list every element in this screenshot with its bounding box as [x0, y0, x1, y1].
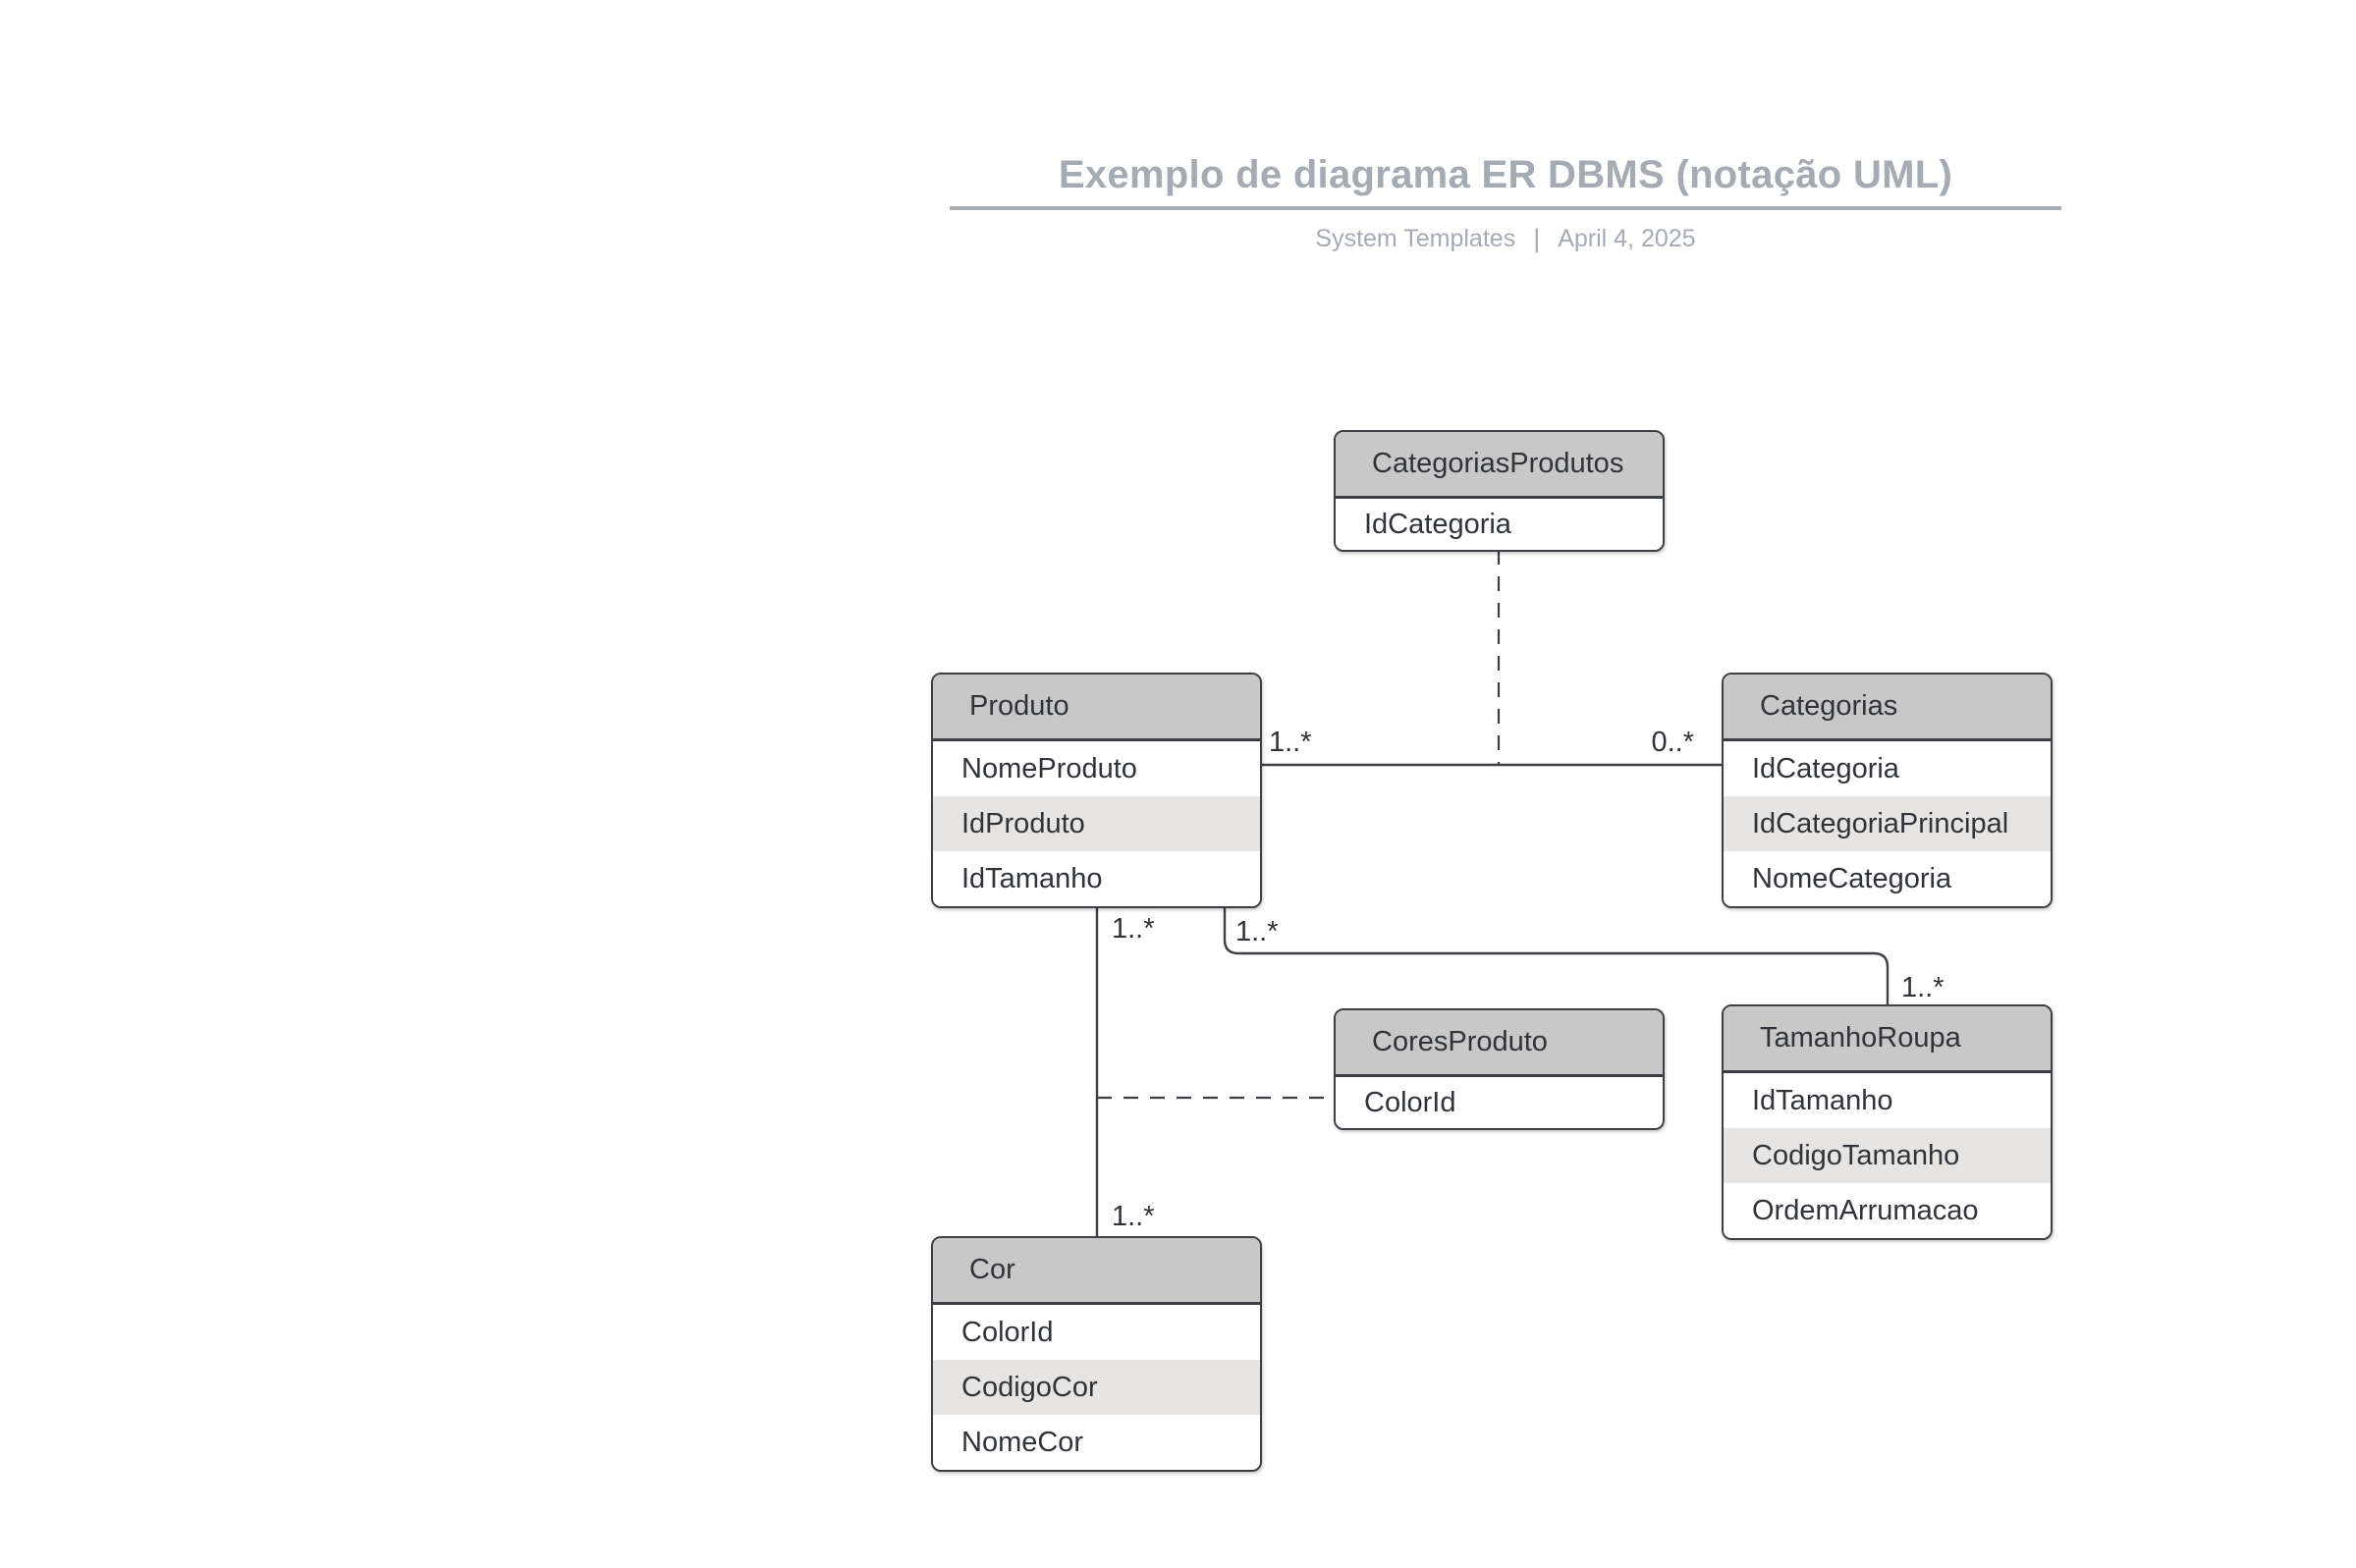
subtitle-date: April 4, 2025	[1558, 225, 1696, 252]
multiplicity-produto-cor-near-cor: 1..*	[1112, 1201, 1155, 1232]
field-idtamanho-tamanhoroupa: IdTamanho	[1724, 1073, 2051, 1128]
multiplicity-produto-tamanhoroupa-near-produto: 1..*	[1235, 916, 1279, 947]
entity-categorias[interactable]: Categorias IdCategoria IdCategoriaPrinci…	[1722, 673, 2053, 908]
entity-cor-title: Cor	[933, 1238, 1260, 1305]
entity-cor[interactable]: Cor ColorId CodigoCor NomeCor	[931, 1236, 1262, 1472]
field-nomecategoria: NomeCategoria	[1724, 851, 2051, 906]
field-idtamanho: IdTamanho	[933, 851, 1260, 906]
connector-produto-tamanhoroupa[interactable]	[1223, 906, 1890, 1006]
multiplicity-produto-tamanhoroupa-near-tamanhoroupa: 1..*	[1901, 972, 1945, 1003]
field-colorid-cor: ColorId	[933, 1305, 1260, 1360]
field-idcategoriaprincipal: IdCategoriaPrincipal	[1724, 796, 2051, 851]
subtitle-divider: |	[1533, 224, 1541, 253]
entity-tamanhoroupa[interactable]: TamanhoRoupa IdTamanho CodigoTamanho Ord…	[1722, 1004, 2053, 1240]
entity-coresproduto-title: CoresProduto	[1336, 1010, 1663, 1077]
field-colorid-coresproduto: ColorId	[1336, 1077, 1663, 1128]
field-codigocor: CodigoCor	[933, 1360, 1260, 1415]
field-nomeproduto: NomeProduto	[933, 741, 1260, 796]
field-idcategoria-categorias: IdCategoria	[1724, 741, 2051, 796]
entity-produto[interactable]: Produto NomeProduto IdProduto IdTamanho	[931, 673, 1262, 908]
page-title: Exemplo de diagrama ER DBMS (notação UML…	[1058, 153, 1953, 196]
multiplicity-produto-categorias-near-produto: 1..*	[1269, 727, 1312, 758]
multiplicity-produto-cor-near-produto: 1..*	[1112, 913, 1155, 945]
entity-produto-title: Produto	[933, 675, 1260, 741]
entity-categoriasprodutos-title: CategoriasProdutos	[1336, 432, 1663, 499]
field-idproduto: IdProduto	[933, 796, 1260, 851]
entity-categorias-title: Categorias	[1724, 675, 2051, 741]
page-subtitle: System Templates | April 4, 2025	[950, 223, 2061, 253]
entity-tamanhoroupa-title: TamanhoRoupa	[1724, 1006, 2051, 1073]
subtitle-source: System Templates	[1315, 225, 1516, 252]
field-ordemarrumacao: OrdemArrumacao	[1724, 1183, 2051, 1238]
entity-categoriasprodutos[interactable]: CategoriasProdutos IdCategoria	[1334, 430, 1665, 552]
title-rule	[950, 206, 2061, 210]
entity-coresproduto[interactable]: CoresProduto ColorId	[1334, 1008, 1665, 1130]
field-codigotamanho: CodigoTamanho	[1724, 1128, 2051, 1183]
field-nomecor: NomeCor	[933, 1415, 1260, 1470]
multiplicity-produto-categorias-near-categorias: 0..*	[1651, 727, 1694, 758]
field-idcategoria: IdCategoria	[1336, 499, 1663, 550]
